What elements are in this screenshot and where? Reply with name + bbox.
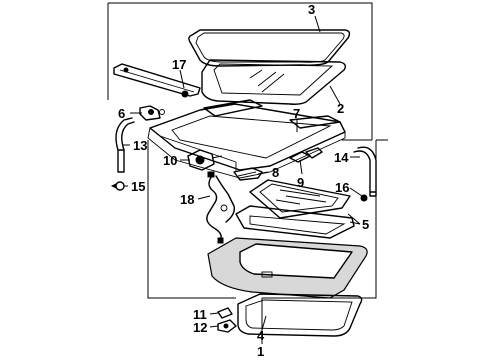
bracket-part-6 <box>139 105 165 121</box>
leader-lines <box>122 15 363 344</box>
switch-part-8 <box>233 167 263 181</box>
sunroof-glass-part-2 <box>201 59 347 105</box>
sunroof-motor-part-10 <box>187 149 223 171</box>
headliner-panel <box>207 237 368 299</box>
callout-3: 3 <box>308 2 315 17</box>
callout-16: 16 <box>335 180 349 195</box>
clip-part-12 <box>217 319 237 333</box>
callout-18: 18 <box>180 192 194 207</box>
callout-9: 9 <box>297 175 304 190</box>
sunroof-frame-part-7 <box>147 99 346 179</box>
callout-7: 7 <box>293 106 300 121</box>
callout-14: 14 <box>334 150 349 165</box>
fastener-part-16 <box>360 194 368 202</box>
sunshade-assembly-part-5 <box>235 179 355 239</box>
wiring-harness-part-18 <box>206 171 236 244</box>
trim-ring-part-4 <box>237 293 363 337</box>
callout-10: 10 <box>163 153 177 168</box>
callout-15: 15 <box>131 179 145 194</box>
callout-2: 2 <box>337 101 344 116</box>
callout-11: 11 <box>193 307 207 322</box>
wind-deflector-part-17 <box>113 63 201 98</box>
callout-13: 13 <box>133 138 147 153</box>
grommet-part-15 <box>110 181 125 191</box>
drain-hose-part-13 <box>115 117 135 173</box>
callout-8: 8 <box>272 165 279 180</box>
callout-12: 12 <box>193 320 207 335</box>
callout-1: 1 <box>257 344 264 359</box>
callout-4: 4 <box>257 328 265 343</box>
clip-part-11 <box>217 307 233 319</box>
callout-6: 6 <box>118 106 125 121</box>
callout-17: 17 <box>172 57 186 72</box>
callout-5: 5 <box>362 217 369 232</box>
callout-labels: 3 2 17 6 7 10 8 9 13 15 14 16 18 5 4 11 … <box>118 2 369 359</box>
drain-hose-part-14 <box>353 146 377 197</box>
clip-part-9 <box>289 147 323 163</box>
